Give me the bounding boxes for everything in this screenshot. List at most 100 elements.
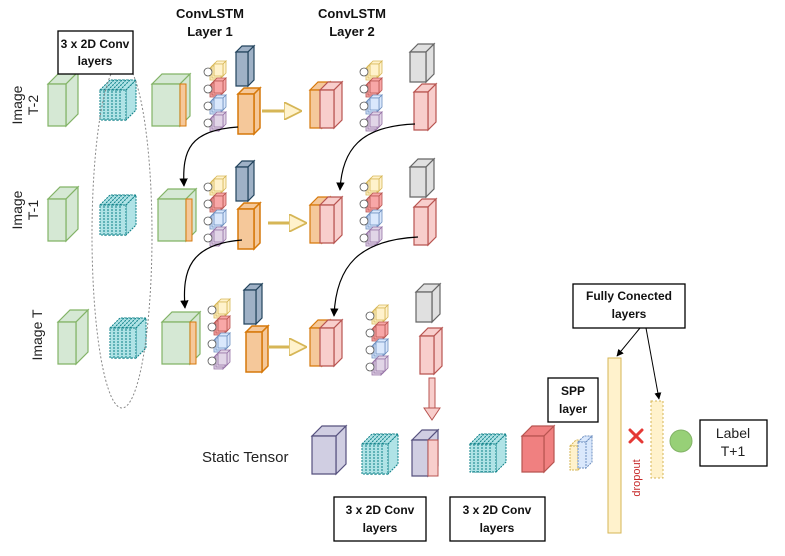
layer2-t2-gate-op xyxy=(359,84,369,94)
spp-block-blue xyxy=(576,434,594,470)
layer1-t1-hidden xyxy=(236,201,262,251)
static-tensor-label: Static Tensor xyxy=(202,449,288,466)
layer2-t2-gate-op xyxy=(359,118,369,128)
layer2-t-gate-op xyxy=(365,345,375,355)
layer1-t1-gate-purple xyxy=(213,226,227,243)
layer1-t2-gate-op xyxy=(203,84,213,94)
layer1-t1-gate-op xyxy=(203,199,213,209)
svg-text:T-2: T-2 xyxy=(25,95,41,115)
layer1-t-gate-op xyxy=(207,322,217,332)
conv-box-bottom-2-line1: 3 x 2D Conv xyxy=(463,503,532,517)
layer2-t2-cell xyxy=(408,42,436,84)
spp-label-box xyxy=(547,377,599,423)
layer2-t-input-pink xyxy=(318,318,344,368)
svg-text:Image: Image xyxy=(9,85,25,124)
layer2-t2-gate-purple xyxy=(369,111,383,128)
convlstm2-title: ConvLSTM xyxy=(318,6,386,21)
label-line1: Label xyxy=(716,425,750,441)
layer2-t2-gate-blue xyxy=(369,94,383,111)
dropout-cross-icon xyxy=(628,428,644,444)
image-t1-label: Image T-1 xyxy=(9,190,41,229)
layer1-t-hidden xyxy=(244,324,270,374)
image-t2-input xyxy=(46,70,80,128)
convlstm2-subtitle: Layer 2 xyxy=(329,24,375,39)
image-t-state-slice xyxy=(189,321,197,365)
image-t1-state-slice xyxy=(185,198,193,242)
conv-box-top-line1: 3 x 2D Conv xyxy=(61,37,130,51)
convlstm1-title: ConvLSTM xyxy=(176,6,244,21)
down-arrow xyxy=(423,377,441,421)
conv-box-bottom-1-line1: 3 x 2D Conv xyxy=(346,503,415,517)
layer1-t-gate-red xyxy=(217,315,231,332)
fc-layer-2 xyxy=(650,400,664,479)
layer1-t1-gate-op xyxy=(203,216,213,226)
image-t1-input xyxy=(46,185,80,243)
layer2-t2-gate-op xyxy=(359,67,369,77)
conv-box-bottom-2 xyxy=(449,496,546,542)
layer2-t-gate-blue xyxy=(375,338,389,355)
layer1-t2-hidden xyxy=(236,86,262,136)
layer2-t1-gate-op xyxy=(359,233,369,243)
layer1-t1-gate-yellow xyxy=(213,175,227,192)
conv-group-ellipse xyxy=(91,61,153,409)
output-node xyxy=(669,429,693,453)
convlstm1-subtitle: Layer 1 xyxy=(187,24,233,39)
spp-label-line1: SPP xyxy=(561,384,585,398)
merged-tensor-pink xyxy=(427,439,439,477)
layer1-t1-gate-op xyxy=(203,233,213,243)
layer2-t-gate-purple xyxy=(375,355,389,372)
layer2-t2-gate-op xyxy=(359,101,369,111)
layer1-t-gate-blue xyxy=(217,332,231,349)
layer2-t1-gate-purple xyxy=(369,226,383,243)
layer1-t2-gate-purple xyxy=(213,111,227,128)
conv-box-top-line2: layers xyxy=(78,54,113,68)
layer2-t-cell xyxy=(414,282,442,324)
layer1-t-gate-op xyxy=(207,339,217,349)
layer2-t-gate-yellow xyxy=(375,304,389,321)
static-tensor-cube xyxy=(310,424,348,476)
layer1-t2-gate-op xyxy=(203,118,213,128)
layer2-t2-hidden xyxy=(412,82,438,132)
label-line2: T+1 xyxy=(721,443,746,459)
recurrent-arrows xyxy=(179,123,419,317)
fc-pointer-arrows xyxy=(616,327,662,400)
static-conv-stack-2 xyxy=(488,432,508,474)
layer2-t1-gate-op xyxy=(359,216,369,226)
fc-layer-1 xyxy=(607,357,622,534)
layer1-t2-gate-op xyxy=(203,67,213,77)
layer2-t1-gate-red xyxy=(369,192,383,209)
layer1-t2-gate-yellow xyxy=(213,60,227,77)
fc-label-box xyxy=(572,283,686,329)
fc-label-line1: Fully Conected xyxy=(586,289,672,303)
layer1-t1-gate-red xyxy=(213,192,227,209)
layer2-t1-cell xyxy=(408,157,436,199)
svg-text:Image: Image xyxy=(9,190,25,229)
diagram-shapes xyxy=(46,42,594,478)
image-t-input xyxy=(56,308,90,366)
image-t2-conv-stack xyxy=(118,78,138,122)
spp-label-line2: layer xyxy=(559,402,587,416)
layer1-t2-gate-red xyxy=(213,77,227,94)
layer2-t-gate-op xyxy=(365,311,375,321)
conv-box-top xyxy=(57,30,134,75)
layer2-t-hidden xyxy=(418,326,444,376)
conv-box-bottom-1 xyxy=(333,496,427,542)
layer2-t-gate-op xyxy=(365,328,375,338)
layer1-t1-cell xyxy=(234,159,256,203)
label-box xyxy=(699,419,768,467)
layer1-t-gate-op xyxy=(207,356,217,366)
layer1-t2-gate-blue xyxy=(213,94,227,111)
layer2-t1-gate-op xyxy=(359,182,369,192)
layer2-t2-gate-red xyxy=(369,77,383,94)
layer2-t1-gate-blue xyxy=(369,209,383,226)
layer1-t1-gate-blue xyxy=(213,209,227,226)
svg-text:T-1: T-1 xyxy=(25,200,41,220)
fc-label-line2: layers xyxy=(612,307,647,321)
layer2-t1-hidden xyxy=(412,197,438,247)
dropout-label: dropout xyxy=(631,459,643,496)
layer2-t2-gate-yellow xyxy=(369,60,383,77)
layer1-t2-cell xyxy=(234,44,256,88)
layer2-t-gate-red xyxy=(375,321,389,338)
conv-box-bottom-2-line2: layers xyxy=(480,521,515,535)
